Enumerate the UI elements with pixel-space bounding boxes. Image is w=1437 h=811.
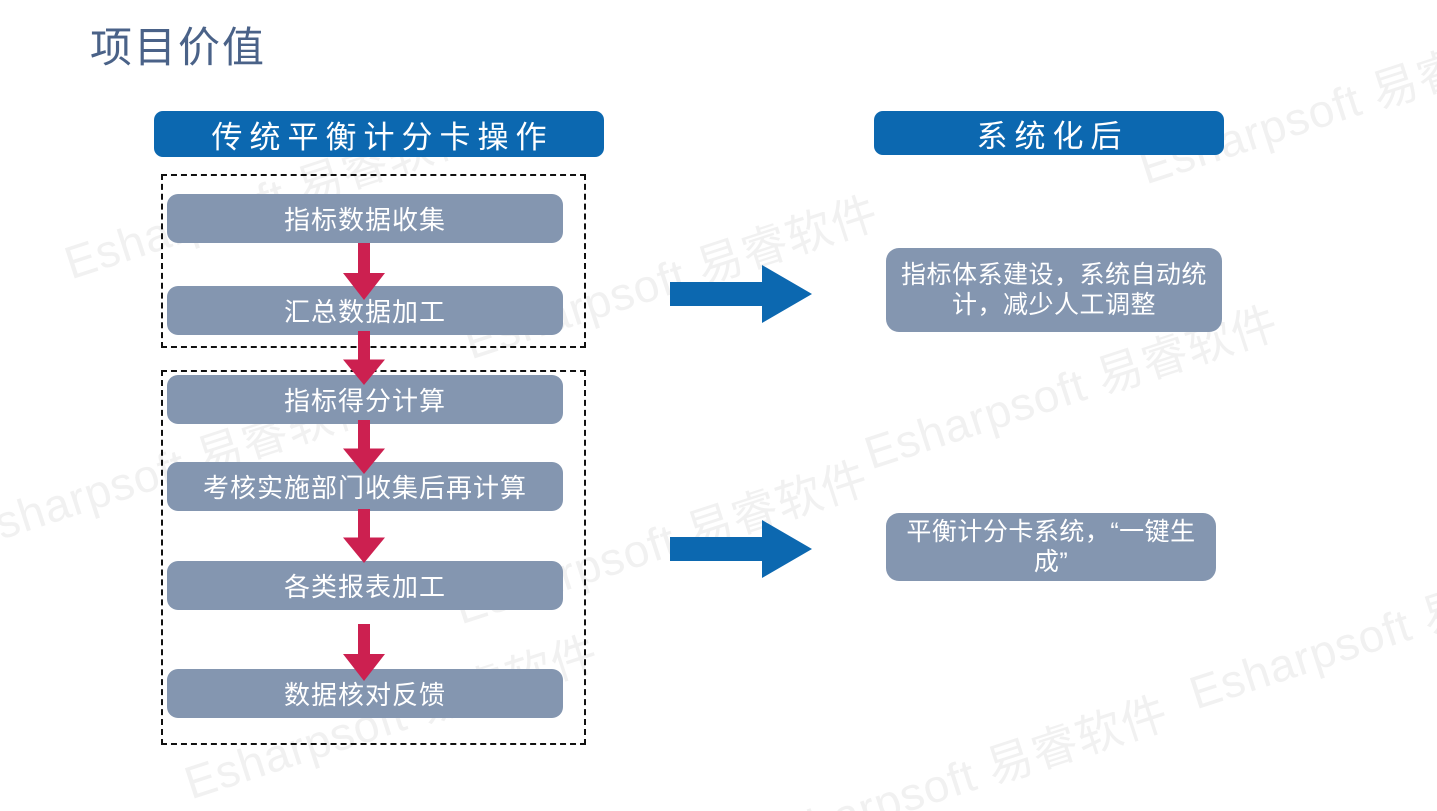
down-arrow-icon xyxy=(341,509,387,564)
right-arrow-icon xyxy=(670,263,813,325)
data-collection-group-outline xyxy=(161,174,586,348)
result-box[interactable]: 指标体系建设，系统自动统计，减少人工调整 xyxy=(886,248,1222,332)
page-title: 项目价值 xyxy=(90,24,267,71)
watermark-text: Esharpsoft 易睿软件 xyxy=(1183,536,1437,719)
right-arrow-icon xyxy=(670,518,813,580)
down-arrow-icon xyxy=(341,243,387,301)
right-column-header: 系统化后 xyxy=(874,111,1224,155)
down-arrow-icon xyxy=(341,331,387,386)
watermark-text: Esharpsoft 易睿软件 xyxy=(1133,11,1437,194)
down-arrow-icon xyxy=(341,624,387,682)
process-step-box[interactable]: 指标数据收集 xyxy=(167,194,563,243)
watermark-text: Esharpsoft 易睿软件 xyxy=(748,686,1175,811)
left-column-header: 传统平衡计分卡操作 xyxy=(154,111,604,157)
result-box[interactable]: 平衡计分卡系统，“一键生成” xyxy=(886,513,1216,581)
process-step-box[interactable]: 各类报表加工 xyxy=(167,561,563,610)
down-arrow-icon xyxy=(341,420,387,475)
